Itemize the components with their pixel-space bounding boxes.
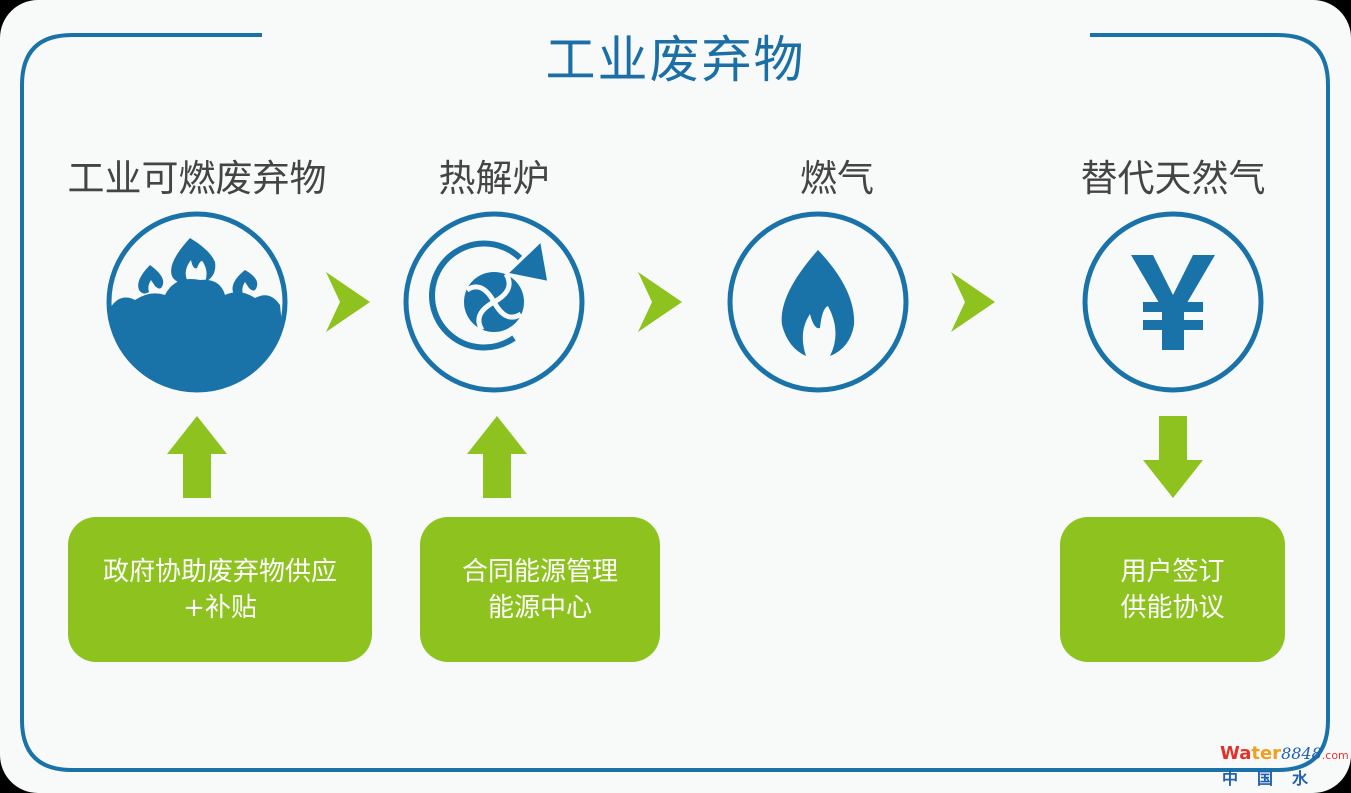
box-line: 用户签订: [1120, 556, 1225, 587]
chevron-right-icon: [638, 272, 682, 332]
box-line: +补贴: [183, 592, 257, 623]
info-box-energy-management: 合同能源管理 能源中心: [420, 517, 660, 662]
watermark-logo: Water8848.com: [1220, 744, 1349, 766]
box-line: 政府协助废弃物供应: [102, 556, 337, 587]
chevron-right-icon: [951, 272, 995, 332]
step-label-waste: 工业可燃废弃物: [67, 157, 327, 200]
arrow-up-icon: [467, 416, 527, 498]
step-label-sng: 替代天然气: [1080, 157, 1266, 200]
arrow-up-icon: [167, 416, 227, 498]
wm-com: .com: [1321, 749, 1349, 762]
step-label-gas: 燃气: [800, 157, 874, 200]
yen-icon: [1082, 211, 1264, 393]
info-box-government: 政府协助废弃物供应 +补贴: [68, 517, 372, 662]
watermark-cn: 中国水业网: [1222, 769, 1328, 788]
box-line: 能源中心: [487, 592, 592, 623]
wm-brand-b: ter: [1251, 743, 1282, 764]
step-label-pyrolysis: 热解炉: [438, 157, 550, 200]
info-box-user-agreement: 用户签订 供能协议: [1060, 517, 1285, 662]
pyrolysis-cycle-icon: [403, 211, 585, 393]
page-title: 工业废弃物: [545, 31, 806, 89]
box-line: 供能协议: [1120, 592, 1225, 623]
box-line: 合同能源管理: [461, 556, 618, 587]
wm-brand-a: Wa: [1220, 743, 1252, 764]
flame-icon: [727, 211, 909, 393]
chevron-right-icon: [326, 272, 370, 332]
burning-waste-icon: [106, 211, 288, 393]
arrow-down-icon: [1143, 416, 1203, 498]
wm-num: 8848: [1281, 744, 1322, 763]
